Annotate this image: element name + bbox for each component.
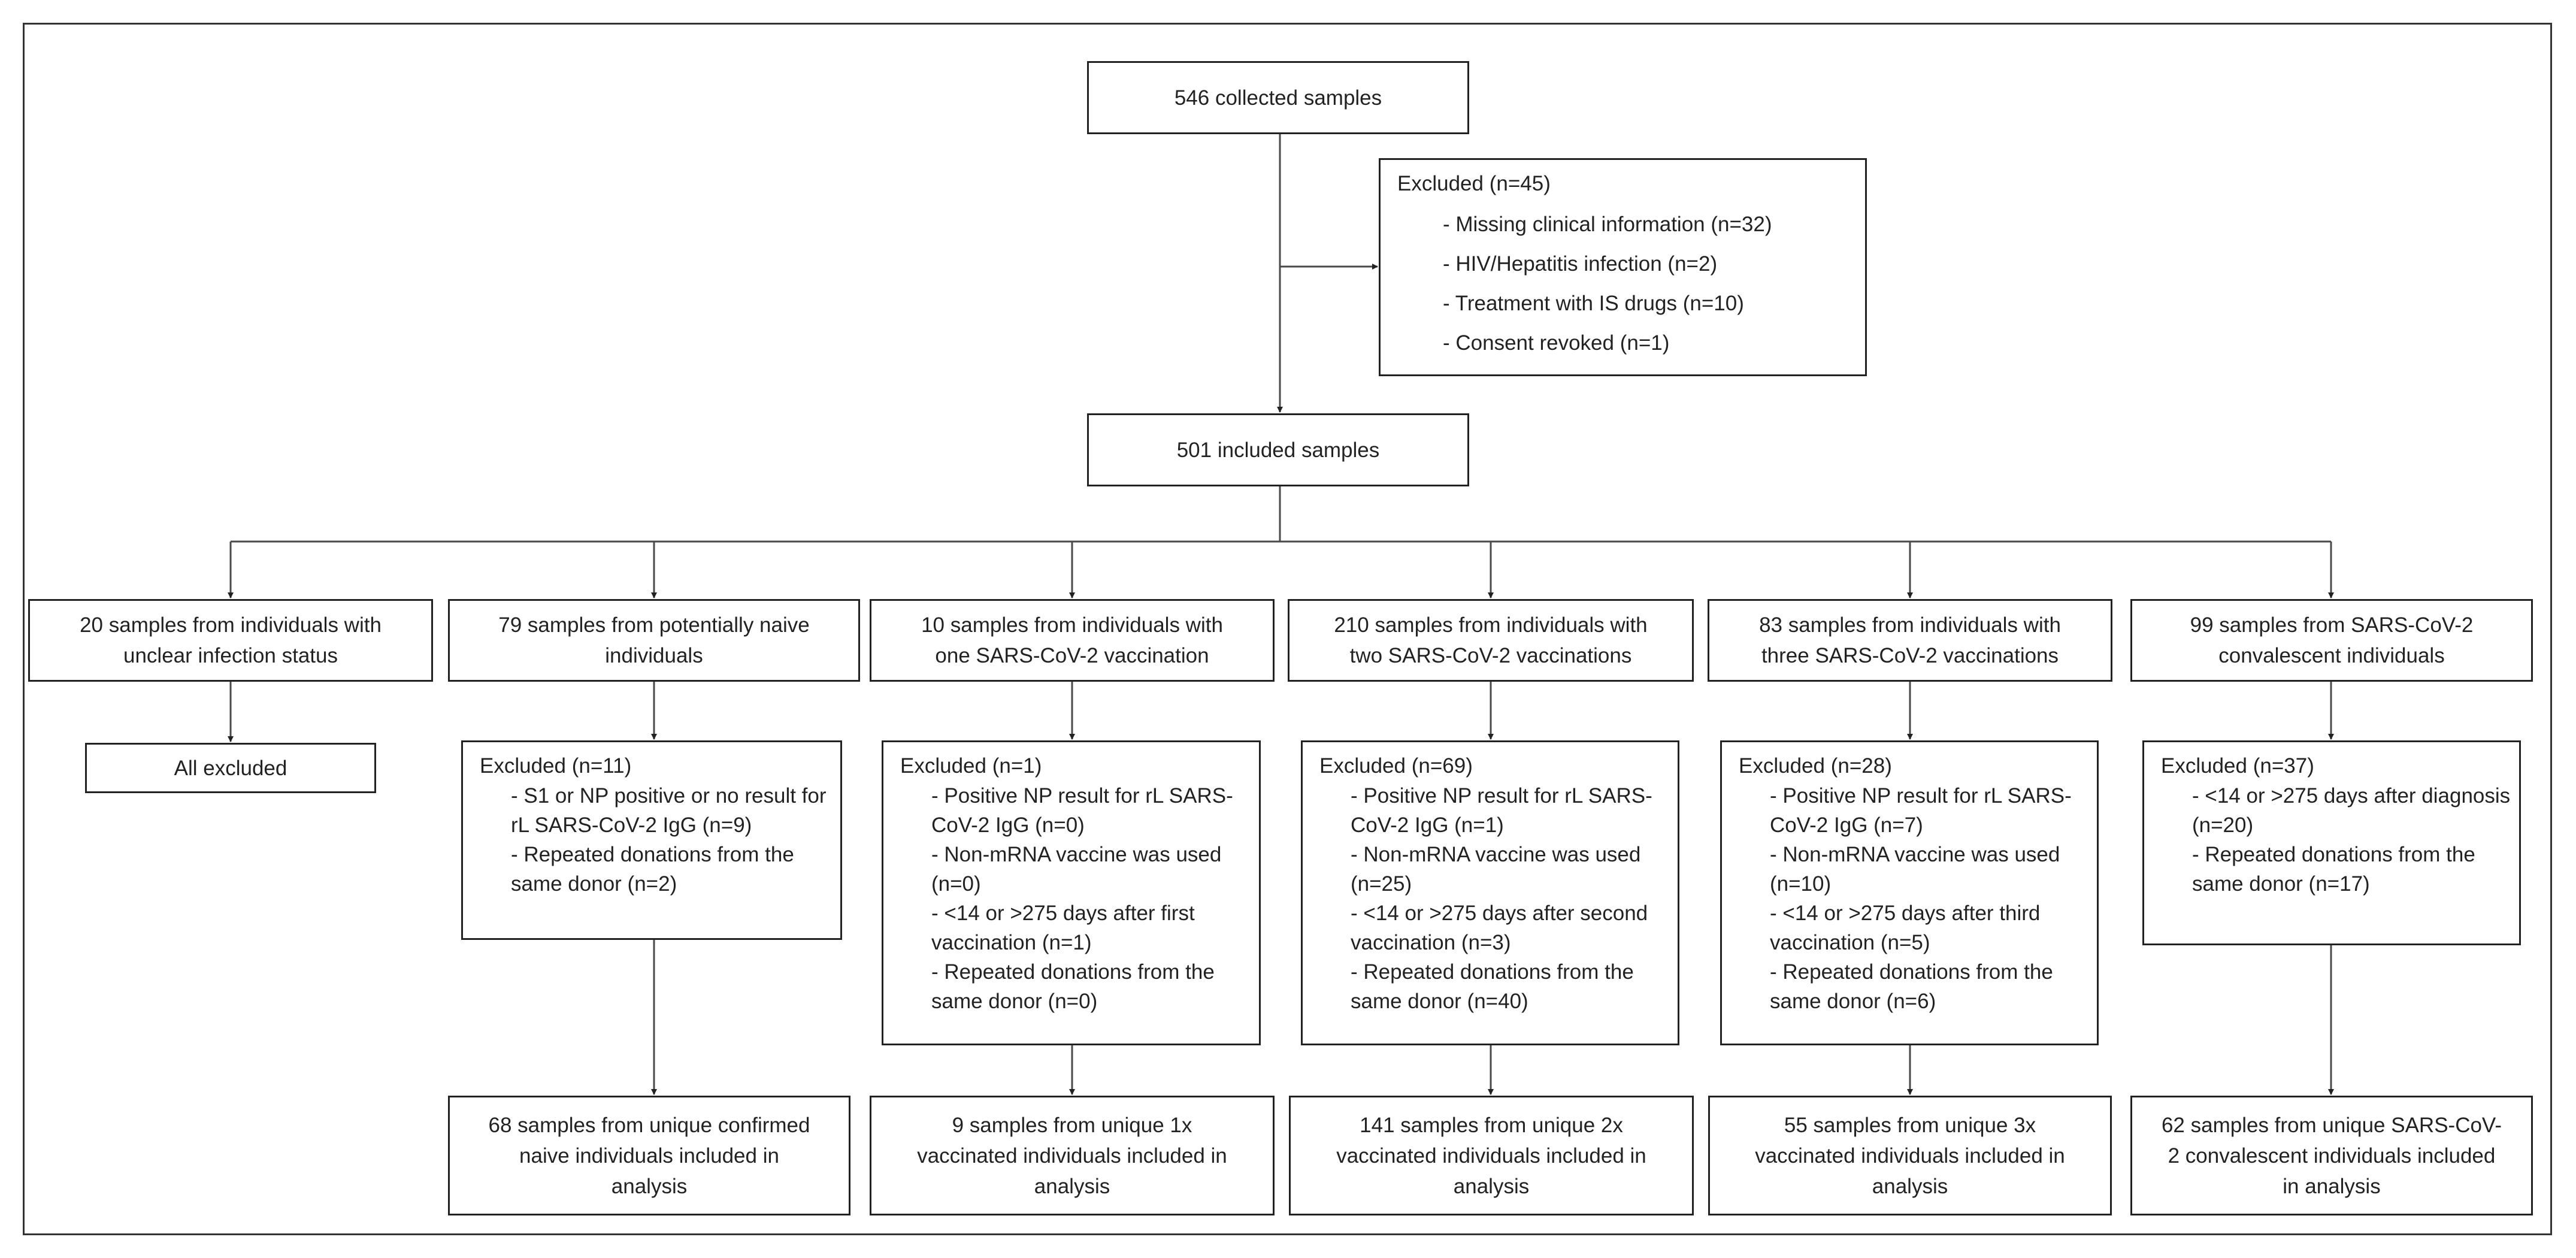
excluded-list: - Positive NP result for rL SARS-CoV-2 I… — [1319, 781, 1672, 1016]
excluded-top-list: - Missing clinical information (n=32) - … — [1397, 205, 1865, 363]
all-excluded-label: All excluded — [174, 756, 287, 780]
excluded-heading: Excluded (n=11) — [480, 754, 632, 778]
excluded-box-three-vaccinations: Excluded (n=28) - Positive NP result for… — [1720, 740, 2099, 1045]
excluded-box-two-vaccinations: Excluded (n=69) - Positive NP result for… — [1301, 740, 1679, 1045]
group-label: 20 samples from individuals with unclear… — [80, 613, 382, 667]
excluded-item: - <14 or >275 days after diagnosis (n=20… — [2192, 784, 2511, 837]
final-box-one-vaccination: 9 samples from unique 1x vaccinated indi… — [870, 1096, 1275, 1215]
included-samples-box: 501 included samples — [1087, 413, 1469, 486]
group-label: 10 samples from individuals with one SAR… — [921, 613, 1223, 667]
excluded-item: - Non-mRNA vaccine was used (n=10) — [1770, 843, 2060, 896]
excluded-item: - <14 or >275 days after second vaccinat… — [1351, 902, 1648, 954]
group-label: 79 samples from potentially naive indivi… — [498, 613, 810, 667]
excluded-item: - Non-mRNA vaccine was used (n=0) — [931, 843, 1222, 896]
excluded-heading: Excluded (n=69) — [1319, 754, 1473, 778]
excluded-item: - S1 or NP positive or no result for rL … — [511, 784, 827, 837]
collected-samples-box: 546 collected samples — [1087, 61, 1469, 134]
group-label: 99 samples from SARS-CoV-2 convalescent … — [2190, 613, 2474, 667]
final-label: 9 samples from unique 1x vaccinated indi… — [917, 1113, 1227, 1198]
excluded-item: - Repeated donations from the same donor… — [2192, 843, 2475, 896]
excluded-item: - Repeated donations from the same donor… — [511, 843, 794, 896]
excluded-item: - Non-mRNA vaccine was used (n=25) — [1351, 843, 1641, 896]
excluded-heading: Excluded (n=1) — [900, 754, 1042, 778]
included-samples-label: 501 included samples — [1176, 438, 1380, 462]
excluded-box-naive: Excluded (n=11) - S1 or NP positive or n… — [461, 740, 842, 940]
excluded-list: - <14 or >275 days after diagnosis (n=20… — [2161, 781, 2513, 899]
group-box-unclear: 20 samples from individuals with unclear… — [28, 599, 433, 682]
excluded-item: - <14 or >275 days after third vaccinati… — [1770, 902, 2041, 954]
excluded-heading: Excluded (n=28) — [1739, 754, 1892, 778]
excluded-item: - Repeated donations from the same donor… — [1770, 960, 2053, 1013]
excluded-box-convalescent: Excluded (n=37) - <14 or >275 days after… — [2142, 740, 2521, 945]
excluded-heading: Excluded (n=37) — [2161, 754, 2314, 778]
group-box-three-vaccinations: 83 samples from individuals with three S… — [1708, 599, 2112, 682]
excluded-top-item: - Treatment with IS drugs (n=10) — [1443, 292, 1744, 315]
excluded-top-item: - HIV/Hepatitis infection (n=2) — [1443, 252, 1718, 276]
figure-frame — [23, 23, 2552, 1235]
final-box-two-vaccinations: 141 samples from unique 2x vaccinated in… — [1289, 1096, 1694, 1215]
excluded-top-item: - Consent revoked (n=1) — [1443, 331, 1670, 355]
excluded-item: - Positive NP result for rL SARS-CoV-2 I… — [1351, 784, 1652, 837]
final-box-three-vaccinations: 55 samples from unique 3x vaccinated ind… — [1708, 1096, 2112, 1215]
group-label: 83 samples from individuals with three S… — [1759, 613, 2061, 667]
excluded-item: - Repeated donations from the same donor… — [1351, 960, 1634, 1013]
excluded-box-one-vaccination: Excluded (n=1) - Positive NP result for … — [882, 740, 1261, 1045]
final-label: 141 samples from unique 2x vaccinated in… — [1336, 1113, 1646, 1198]
excluded-top-item: - Missing clinical information (n=32) — [1443, 213, 1772, 236]
excluded-top-heading: Excluded (n=45) — [1397, 172, 1551, 195]
all-excluded-box: All excluded — [85, 743, 376, 793]
excluded-list: - S1 or NP positive or no result for rL … — [480, 781, 834, 899]
excluded-list: - Positive NP result for rL SARS-CoV-2 I… — [1739, 781, 2091, 1016]
excluded-item: - Positive NP result for rL SARS-CoV-2 I… — [1770, 784, 2072, 837]
final-box-convalescent: 62 samples from unique SARS-CoV- 2 conva… — [2130, 1096, 2533, 1215]
excluded-list: - Positive NP result for rL SARS-CoV-2 I… — [900, 781, 1253, 1016]
final-label: 62 samples from unique SARS-CoV- 2 conva… — [2161, 1113, 2502, 1198]
final-label: 68 samples from unique confirmed naive i… — [488, 1113, 810, 1198]
excluded-item: - Repeated donations from the same donor… — [931, 960, 1215, 1013]
excluded-item: - Positive NP result for rL SARS-CoV-2 I… — [931, 784, 1233, 837]
excluded-item: - <14 or >275 days after first vaccinati… — [931, 902, 1195, 954]
group-box-one-vaccination: 10 samples from individuals with one SAR… — [870, 599, 1275, 682]
final-label: 55 samples from unique 3x vaccinated ind… — [1755, 1113, 2065, 1198]
group-label: 210 samples from individuals with two SA… — [1334, 613, 1648, 667]
group-box-two-vaccinations: 210 samples from individuals with two SA… — [1288, 599, 1694, 682]
group-box-naive: 79 samples from potentially naive indivi… — [448, 599, 860, 682]
collected-samples-label: 546 collected samples — [1174, 86, 1382, 110]
group-box-convalescent: 99 samples from SARS-CoV-2 convalescent … — [2130, 599, 2533, 682]
excluded-top-box: Excluded (n=45) - Missing clinical infor… — [1379, 158, 1867, 376]
final-box-naive: 68 samples from unique confirmed naive i… — [448, 1096, 850, 1215]
